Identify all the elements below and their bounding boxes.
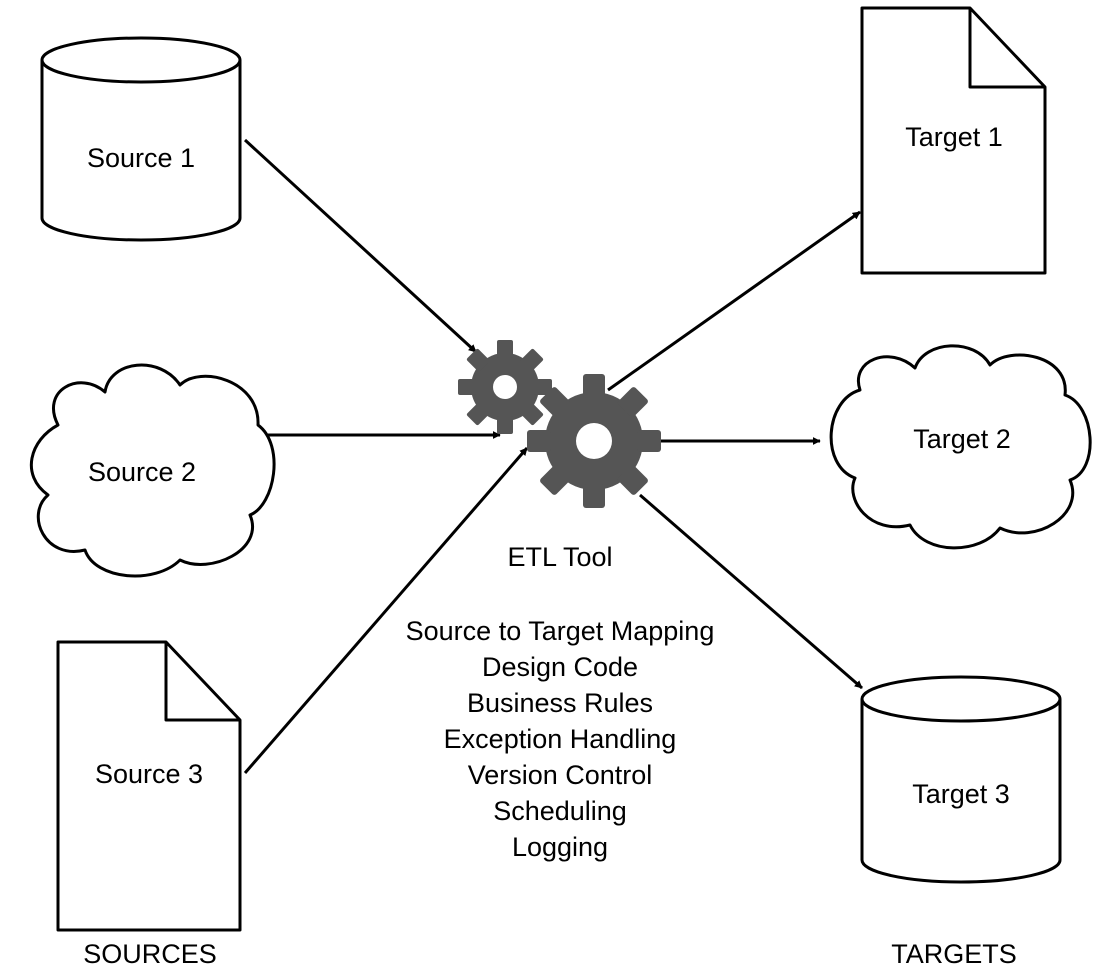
source-3-node: Source 3 <box>56 640 242 932</box>
large-gear-icon <box>527 374 661 508</box>
document-icon <box>860 6 1047 275</box>
etl-function-item: Source to Target Mapping <box>406 616 715 646</box>
arrow-etl-to-target-3 <box>639 493 863 690</box>
etl-function-item: Exception Handling <box>444 724 677 754</box>
targets-footer-label: TARGETS <box>891 939 1017 969</box>
target-1-node: Target 1 <box>860 6 1047 275</box>
etl-function-item: Design Code <box>482 652 638 682</box>
etl-tool-node: ETL Tool <box>458 340 661 572</box>
etl-function-item: Version Control <box>468 760 653 790</box>
database-cylinder-icon <box>860 675 1062 884</box>
cloud-icon <box>29 363 276 578</box>
cloud-icon <box>829 344 1092 550</box>
etl-function-item: Business Rules <box>467 688 653 718</box>
target-3-label: Target 3 <box>912 779 1010 809</box>
database-cylinder-icon <box>40 36 242 242</box>
etl-tool-label: ETL Tool <box>507 542 612 572</box>
target-2-label: Target 2 <box>913 424 1011 454</box>
source-1-node: Source 1 <box>40 36 242 242</box>
sources-footer-label: SOURCES <box>83 939 217 969</box>
arrow-source-1-to-etl <box>243 138 478 354</box>
etl-function-item: Scheduling <box>493 796 627 826</box>
target-3-node: Target 3 <box>860 675 1062 884</box>
source-2-node: Source 2 <box>29 363 276 578</box>
source-2-label: Source 2 <box>88 457 196 487</box>
target-1-label: Target 1 <box>905 122 1003 152</box>
source-3-label: Source 3 <box>95 759 203 789</box>
arrow-etl-to-target-1 <box>607 210 861 392</box>
document-icon <box>56 640 242 932</box>
source-1-label: Source 1 <box>87 143 195 173</box>
small-gear-icon <box>458 340 552 434</box>
etl-function-item: Logging <box>512 832 608 862</box>
arrow-source-3-to-etl <box>243 447 529 774</box>
etl-functions-list: Source to Target Mapping Design Code Bus… <box>406 616 715 862</box>
target-2-node: Target 2 <box>829 344 1092 550</box>
